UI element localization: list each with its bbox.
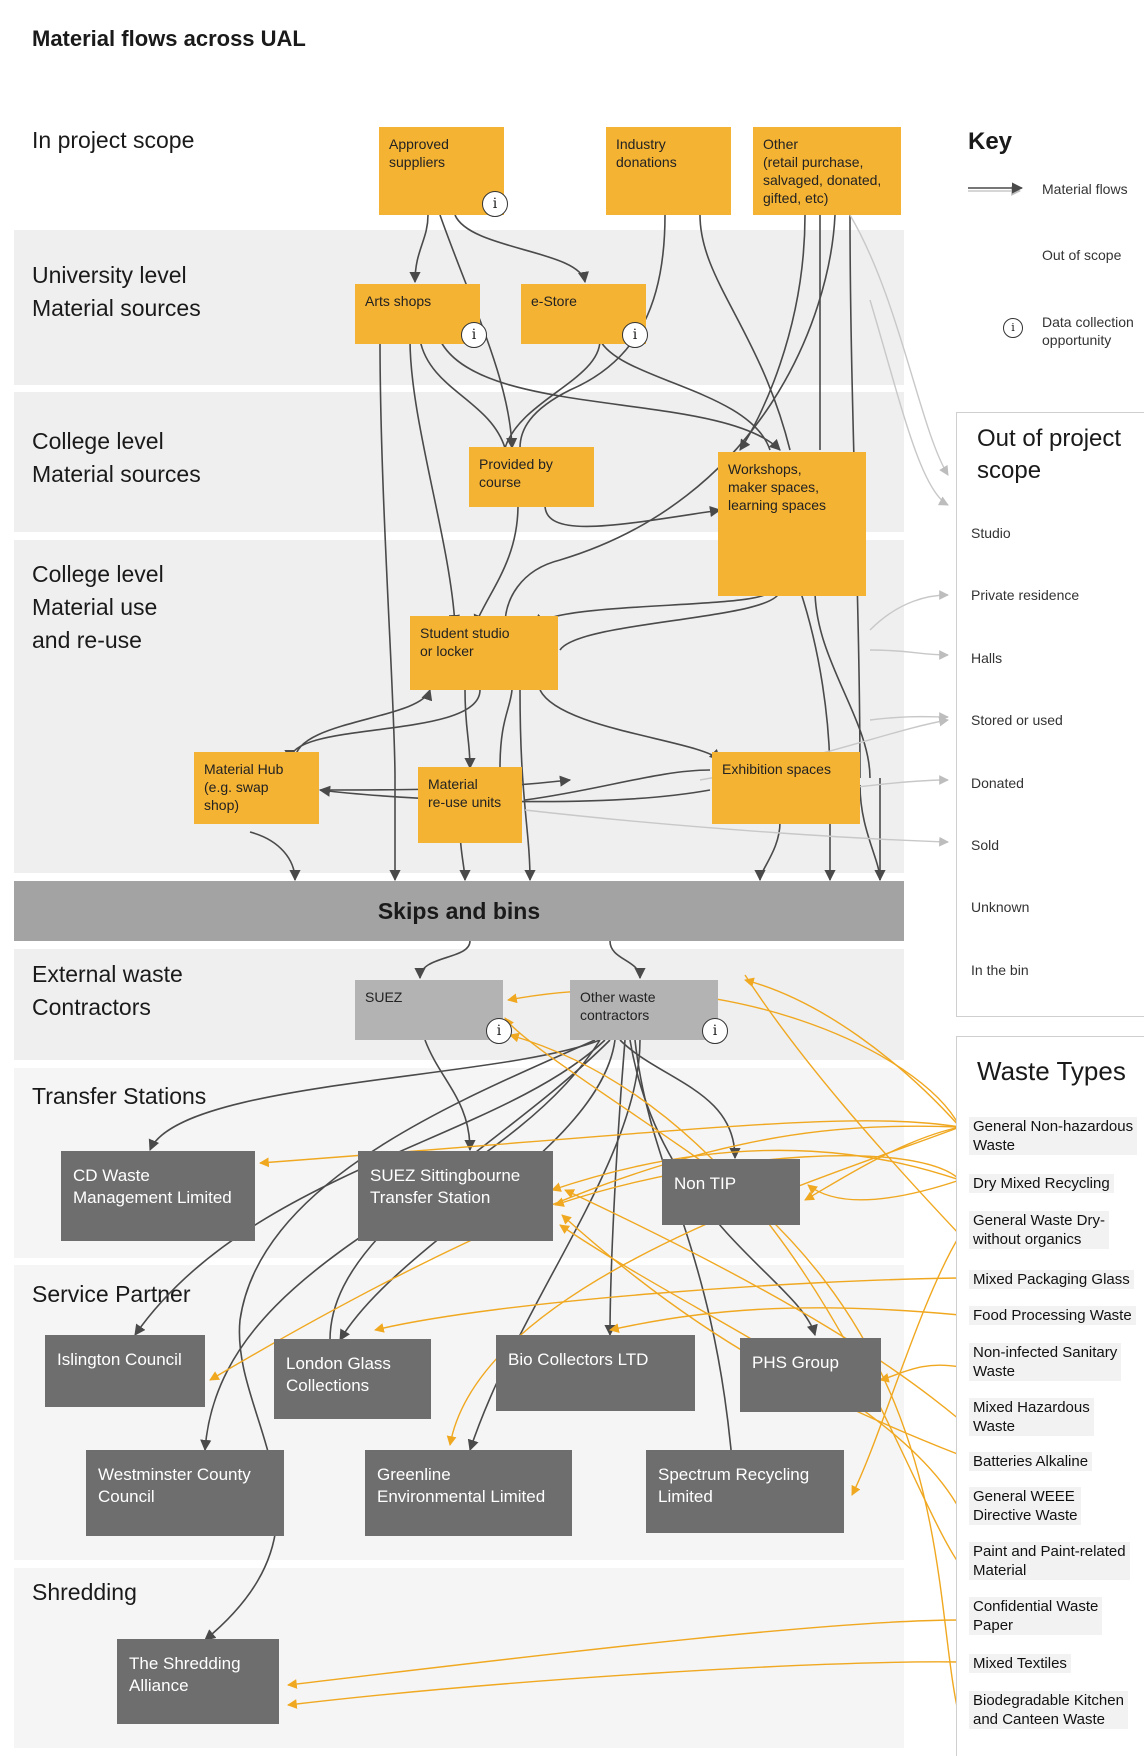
exhibition-spaces-label: Exhibition spaces xyxy=(722,761,831,777)
page-title: Material flows across UAL xyxy=(32,26,306,51)
oos-item-unknown: Unknown xyxy=(971,899,1030,915)
waste-type-batteries-alkaline: Batteries Alkaline xyxy=(969,1452,1093,1471)
info-suez-icon: i xyxy=(486,1018,512,1044)
key-title: Key xyxy=(968,128,1013,155)
band-label-university: University level Material sources xyxy=(32,262,201,321)
waste-type-food-processing: Food Processing Waste xyxy=(969,1306,1136,1325)
waste-type-general-waste-dry: General Waste Dry- without organics xyxy=(969,1211,1109,1249)
oos-item-halls: Halls xyxy=(971,650,1003,666)
suez-sittingbourne-box: SUEZ Sittingbourne Transfer Station xyxy=(358,1151,553,1241)
key-out-of-scope: Out of scope xyxy=(1042,247,1122,263)
student-studio-box: Student studio or locker xyxy=(410,616,558,690)
waste-types-panel: Waste Types General Non-hazardous Waste … xyxy=(956,1036,1144,1756)
spectrum-box: Spectrum Recycling Limited xyxy=(646,1450,844,1533)
other-contractors-label: Other waste contractors xyxy=(580,989,656,1023)
greenline-box: Greenline Environmental Limited xyxy=(365,1450,572,1536)
greenline-label: Greenline Environmental Limited xyxy=(377,1465,546,1506)
suez-box: SUEZ xyxy=(355,980,503,1040)
band-label-external-contractors: External waste Contractors xyxy=(32,961,183,1020)
info-other-contractors-icon: i xyxy=(702,1018,728,1044)
material-reuse-box: Material re-use units xyxy=(418,767,522,843)
london-glass-box: London Glass Collections xyxy=(274,1339,431,1419)
bio-collectors-label: Bio Collectors LTD xyxy=(508,1350,649,1369)
phs-group-box: PHS Group xyxy=(740,1338,881,1412)
info-approved-suppliers-icon: i xyxy=(482,191,508,217)
other-contractors-box: Other waste contractors xyxy=(570,980,718,1040)
waste-type-non-infected-sanitary: Non-infected Sanitary Waste xyxy=(969,1343,1122,1381)
suez-sittingbourne-label: SUEZ Sittingbourne Transfer Station xyxy=(370,1166,521,1207)
industry-donations-label: Industry donations xyxy=(616,136,677,170)
approved-suppliers-box: Approved suppliers xyxy=(379,127,504,215)
oos-item-stored: Stored or used xyxy=(971,712,1063,728)
material-hub-box: Material Hub (e.g. swap shop) xyxy=(194,752,319,824)
non-tip-box: Non TIP xyxy=(662,1159,800,1225)
waste-type-general-weee: General WEEE Directive Waste xyxy=(969,1487,1082,1525)
exhibition-spaces-box: Exhibition spaces xyxy=(712,752,860,824)
london-glass-label: London Glass Collections xyxy=(286,1354,391,1395)
waste-type-mixed-packaging-glass: Mixed Packaging Glass xyxy=(969,1270,1134,1289)
band-label-college-sources: College level Material sources xyxy=(32,428,201,487)
material-reuse-label: Material re-use units xyxy=(428,776,502,810)
band-label-service-partner: Service Partner xyxy=(32,1281,191,1307)
workshops-box: Workshops, maker spaces, learning spaces xyxy=(718,452,866,596)
phs-group-label: PHS Group xyxy=(752,1353,839,1372)
skips-and-bins-bar: Skips and bins xyxy=(14,881,904,941)
westminster-box: Westminster County Council xyxy=(86,1450,284,1536)
band-label-college-use: College level Material use and re-use xyxy=(32,561,164,653)
shredding-alliance-label: The Shredding Alliance xyxy=(129,1654,241,1695)
out-of-scope-title: Out of project scope xyxy=(977,425,1122,484)
student-studio-label: Student studio or locker xyxy=(420,625,510,659)
oos-item-private-residence: Private residence xyxy=(971,587,1080,603)
waste-type-mixed-hazardous: Mixed Hazardous Waste xyxy=(969,1398,1094,1436)
material-hub-label: Material Hub (e.g. swap shop) xyxy=(204,761,284,813)
cd-waste-box: CD Waste Management Limited xyxy=(61,1151,255,1241)
bio-collectors-box: Bio Collectors LTD xyxy=(496,1335,695,1411)
other-sources-label: Other (retail purchase, salvaged, donate… xyxy=(763,136,882,206)
provided-by-course-label: Provided by course xyxy=(479,456,553,490)
oos-item-donated: Donated xyxy=(971,775,1024,791)
key-material-flows: Material flows xyxy=(1042,181,1128,197)
oos-item-sold: Sold xyxy=(971,837,1000,853)
waste-types-title: Waste Types xyxy=(977,1056,1126,1086)
other-sources-box: Other (retail purchase, salvaged, donate… xyxy=(753,127,901,215)
islington-label: Islington Council xyxy=(57,1350,182,1369)
waste-type-mixed-textiles: Mixed Textiles xyxy=(969,1654,1071,1673)
band-label-project-scope: In project scope xyxy=(32,127,195,153)
arts-shops-label: Arts shops xyxy=(365,293,432,309)
key-info-icon: i xyxy=(1003,318,1023,338)
workshops-label: Workshops, maker spaces, learning spaces xyxy=(728,461,827,513)
oos-item-studio: Studio xyxy=(971,525,1011,541)
approved-suppliers-label: Approved suppliers xyxy=(389,136,449,170)
out-of-scope-panel: Out of project scope Studio Private resi… xyxy=(956,412,1144,1017)
suez-label: SUEZ xyxy=(365,989,403,1005)
info-e-store-icon: i xyxy=(622,322,648,348)
e-store-label: e-Store xyxy=(531,293,577,309)
waste-type-general-non-hazardous: General Non-hazardous Waste xyxy=(969,1117,1138,1155)
cd-waste-label: CD Waste Management Limited xyxy=(73,1166,232,1207)
waste-type-confidential-paper: Confidential Waste Paper xyxy=(969,1597,1103,1635)
key-data-collection: Data collection opportunity xyxy=(1042,314,1134,348)
waste-type-biodegradable-kitchen: Biodegradable Kitchen and Canteen Waste xyxy=(969,1691,1128,1729)
spectrum-label: Spectrum Recycling Limited xyxy=(658,1465,810,1506)
provided-by-course-box: Provided by course xyxy=(469,447,594,507)
industry-donations-box: Industry donations xyxy=(606,127,731,215)
waste-type-dry-mixed-recycling: Dry Mixed Recycling xyxy=(969,1174,1114,1193)
info-arts-shops-icon: i xyxy=(461,322,487,348)
arts-shops-box: Arts shops xyxy=(355,284,480,344)
band-label-transfer-stations: Transfer Stations xyxy=(32,1083,207,1109)
non-tip-label: Non TIP xyxy=(674,1174,737,1193)
islington-box: Islington Council xyxy=(45,1335,205,1407)
westminster-label: Westminster County Council xyxy=(98,1465,251,1506)
band-label-shredding: Shredding xyxy=(32,1579,137,1605)
waste-type-paint: Paint and Paint-related Material xyxy=(969,1542,1130,1580)
shredding-alliance-box: The Shredding Alliance xyxy=(117,1639,279,1724)
oos-item-in-the-bin: In the bin xyxy=(971,962,1029,978)
